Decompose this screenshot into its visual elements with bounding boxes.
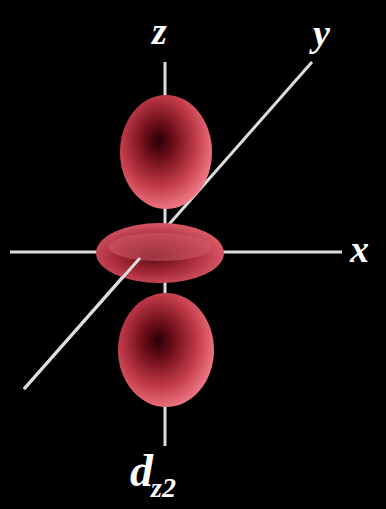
top-lobe — [120, 95, 212, 209]
bottom-lobe — [118, 293, 214, 407]
torus-highlight — [108, 233, 212, 261]
torus-ring — [96, 223, 224, 283]
orbital-subscript: z2 — [151, 474, 176, 502]
axis-label: y — [313, 14, 330, 52]
y-axis-front — [24, 258, 140, 389]
orbital-label: d — [130, 448, 153, 494]
axis-label: x — [350, 230, 369, 268]
axis-label: z — [152, 12, 167, 50]
